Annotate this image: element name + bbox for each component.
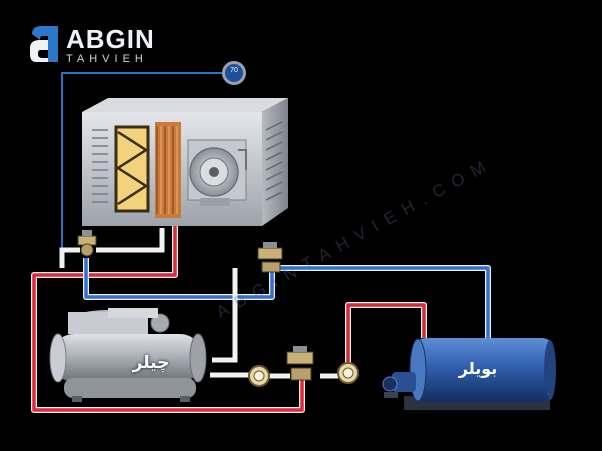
air-handling-unit [82, 98, 288, 226]
air-filter [114, 125, 150, 213]
return-pipe [83, 258, 491, 338]
supply-pipe-loop [31, 120, 305, 413]
brand-logo [30, 26, 58, 62]
boiler-label: بویلر [458, 359, 498, 378]
thermostat-display: 70 [230, 67, 238, 74]
side-louvers [265, 121, 283, 201]
intake-louvers [92, 129, 108, 203]
blower-fan [187, 139, 247, 206]
boiler-pump[interactable] [337, 362, 359, 384]
bypass-pipe [59, 228, 165, 268]
thermostat[interactable] [222, 61, 246, 85]
brand-name: ABGIN [66, 24, 155, 54]
boiler-hot-pipe [345, 302, 427, 365]
heating-coil [155, 122, 181, 218]
chiller [49, 308, 207, 402]
chiller-label: چیلر [132, 353, 170, 373]
coil-control-valve[interactable] [77, 230, 97, 257]
brand-subtitle: TAHVIEH [66, 53, 148, 65]
burner [382, 372, 416, 398]
three-way-valve-top[interactable] [257, 242, 283, 273]
boiler [382, 338, 556, 410]
chiller-pump[interactable] [248, 365, 270, 387]
three-way-valve-bottom[interactable] [286, 346, 314, 381]
